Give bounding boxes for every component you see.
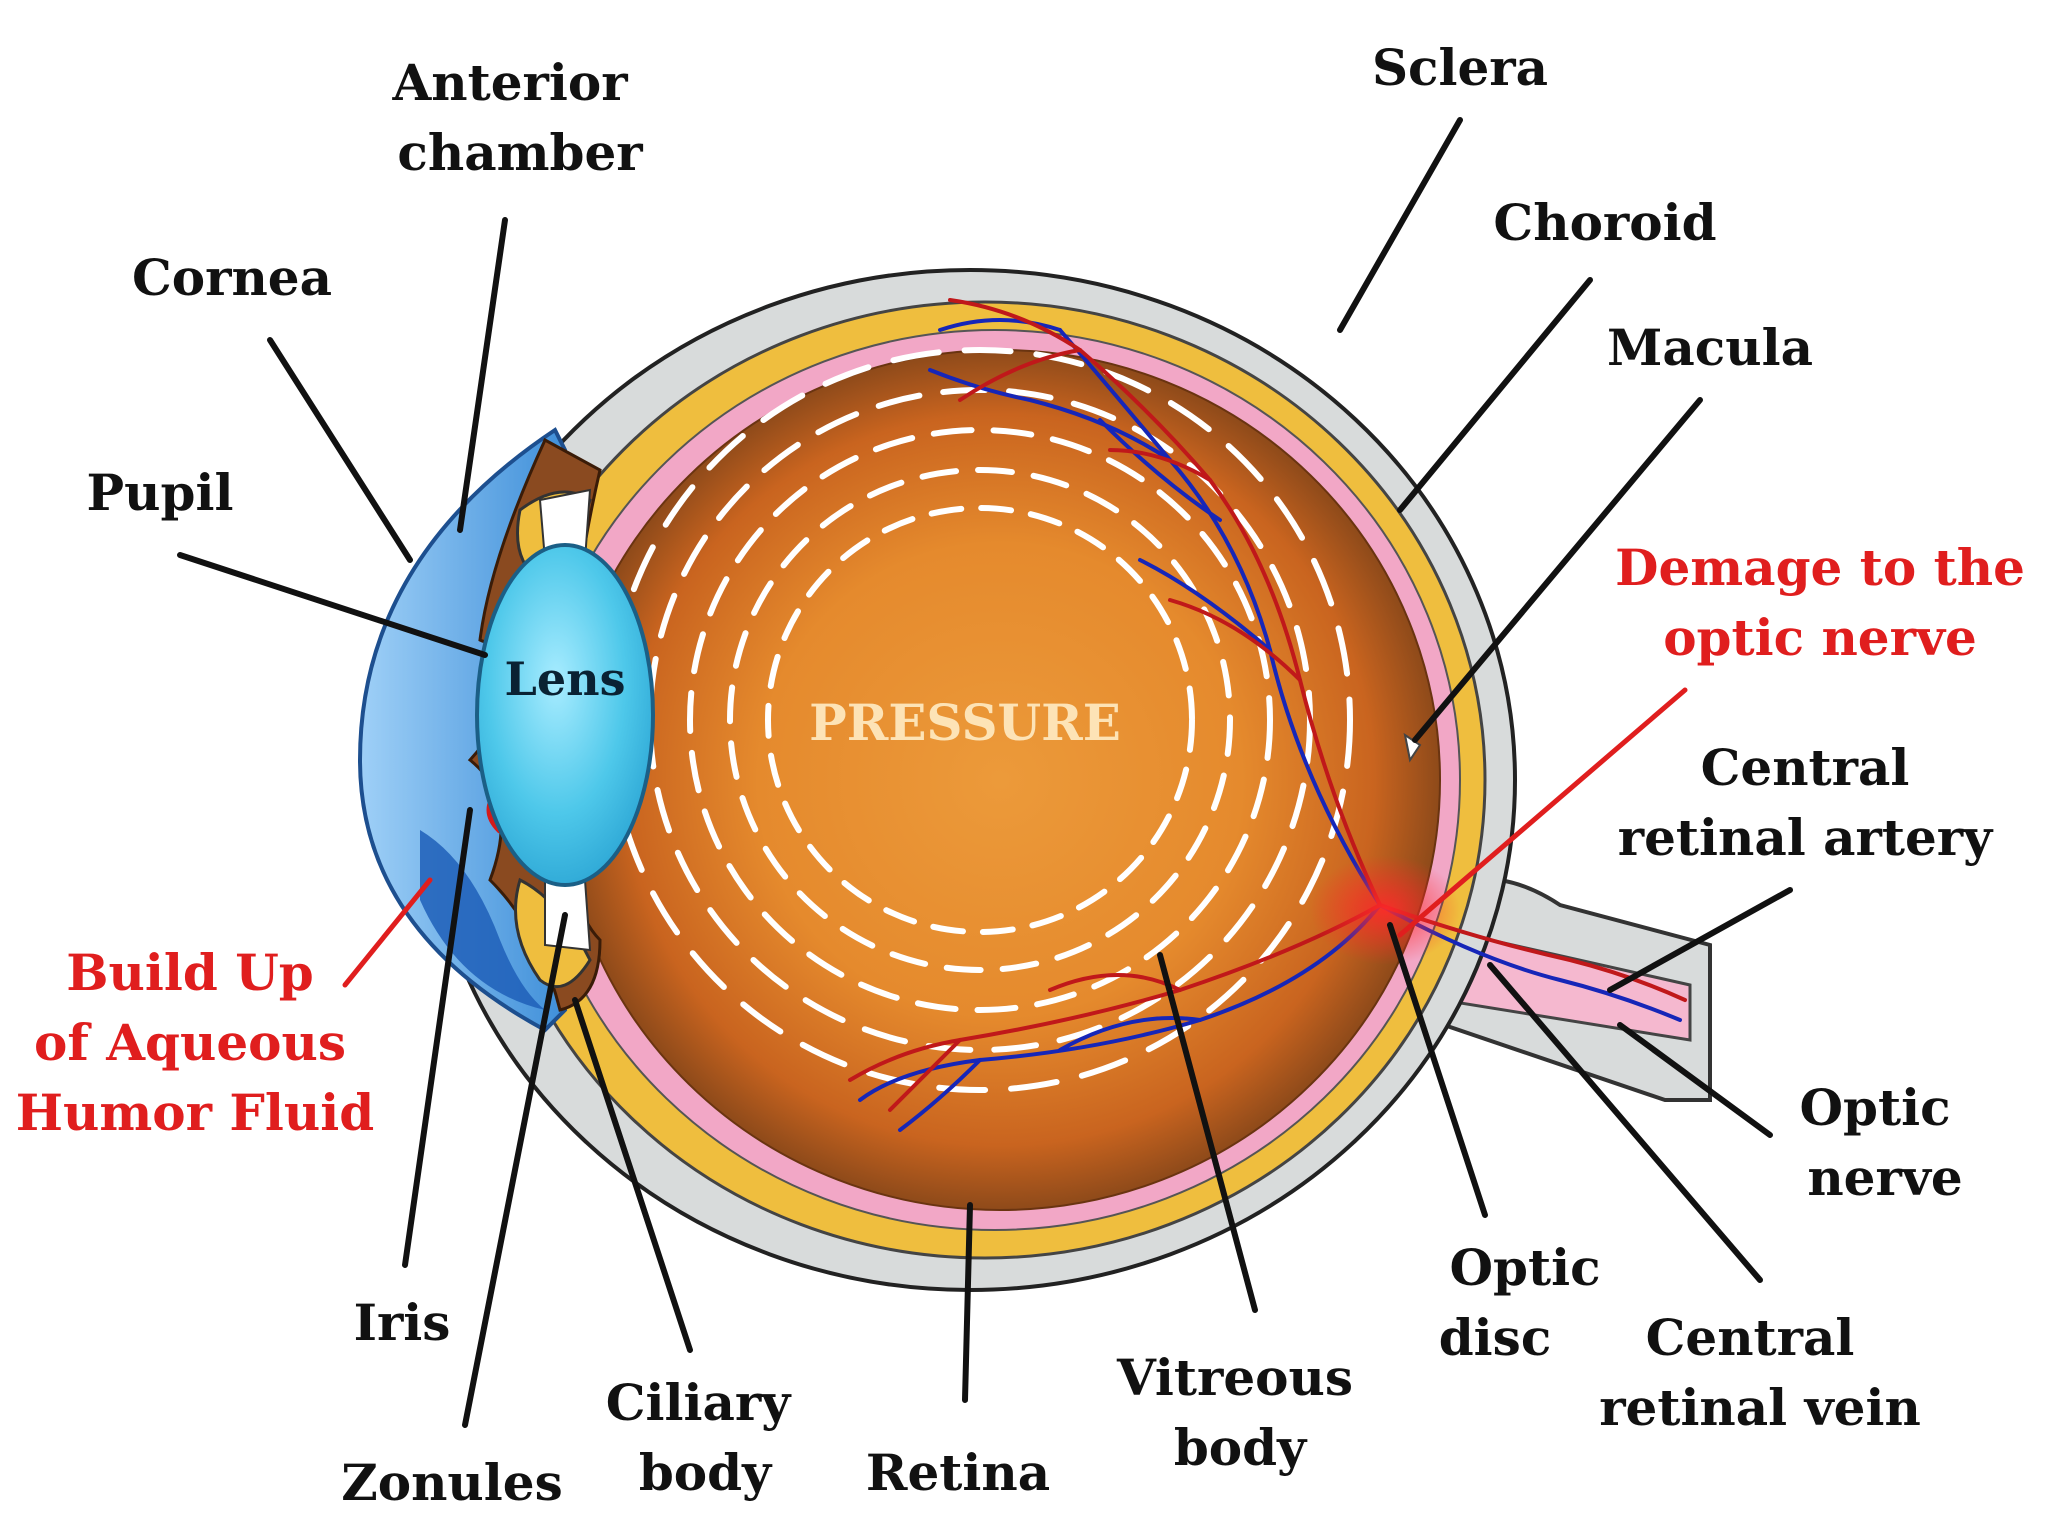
label-ciliary-1: Ciliary — [606, 1373, 793, 1432]
label-central-vein-1: Central — [1646, 1308, 1855, 1367]
label-buildup-3: Humor Fluid — [16, 1083, 374, 1142]
label-pupil: Pupil — [87, 463, 234, 522]
label-demage-2: optic nerve — [1663, 608, 1977, 667]
optic-disc-glow — [1310, 855, 1460, 965]
label-optic-disc-1: Optic — [1449, 1238, 1600, 1297]
label-retina: Retina — [866, 1443, 1050, 1502]
label-buildup-1: Build Up — [66, 943, 314, 1002]
label-vitreous-2: body — [1174, 1418, 1308, 1477]
label-central-artery-1: Central — [1701, 738, 1910, 797]
label-ciliary-2: body — [639, 1443, 773, 1502]
label-macula: Macula — [1607, 318, 1813, 377]
label-zonules: Zonules — [341, 1453, 563, 1512]
label-demage-1: Demage to the — [1615, 538, 2025, 597]
lens — [475, 543, 655, 887]
label-iris: Iris — [354, 1293, 451, 1352]
label-sclera: Sclera — [1372, 38, 1548, 97]
label-central-artery-2: retinal artery — [1618, 808, 1994, 867]
highlight-leader-lines — [342, 687, 1688, 988]
aqueous-fluid — [420, 830, 545, 1010]
label-anterior-chamber-1: Anterior — [391, 53, 628, 112]
anatomy-labels: Anterior chamber Sclera Choroid Cornea M… — [87, 38, 1995, 1512]
label-anterior-chamber-2: chamber — [397, 123, 643, 182]
label-choroid: Choroid — [1493, 193, 1716, 252]
label-vitreous-1: Vitreous — [1116, 1348, 1353, 1407]
label-optic-nerve-1: Optic — [1799, 1078, 1950, 1137]
retinal-veins — [858, 318, 1682, 1132]
eyeball-inner — [559, 349, 1441, 1211]
leader-lines — [177, 117, 1793, 1428]
label-central-vein-2: retinal vein — [1599, 1378, 1921, 1437]
label-cornea: Cornea — [132, 248, 332, 307]
pressure-label: PRESSURE — [809, 693, 1121, 752]
label-buildup-2: of Aqueous — [34, 1013, 346, 1072]
lens-label: Lens — [505, 652, 626, 706]
label-optic-disc-2: disc — [1439, 1308, 1552, 1367]
highlight-labels: Demage to the optic nerve Build Up of Aq… — [16, 538, 2025, 1142]
label-optic-nerve-2: nerve — [1807, 1148, 1962, 1207]
